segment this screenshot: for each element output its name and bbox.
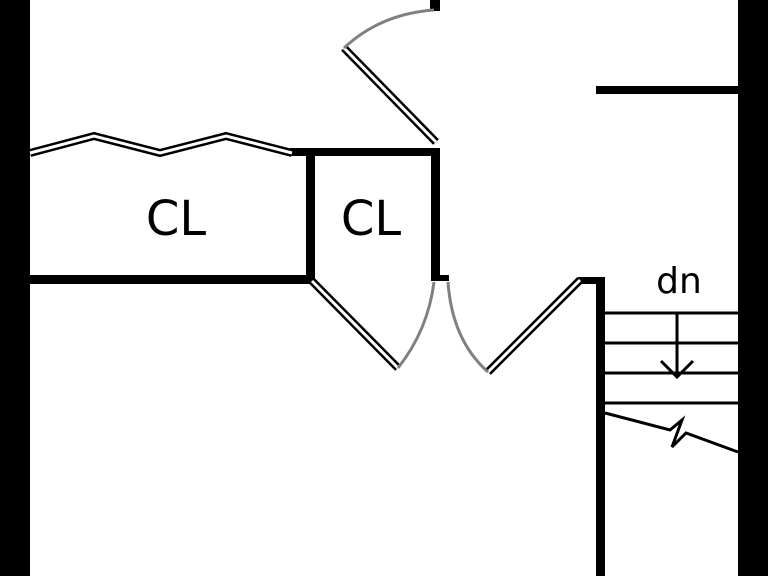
double-door-right-swing-arc bbox=[446, 281, 489, 374]
closet-door-jamb bbox=[431, 275, 449, 281]
entry-door-swing-arc bbox=[342, 8, 435, 50]
stair-break-line bbox=[604, 411, 739, 454]
staircase bbox=[604, 311, 739, 454]
left-exterior-wall bbox=[0, 0, 30, 576]
double-door-right bbox=[446, 277, 583, 375]
double-door-left-swing-arc bbox=[396, 281, 436, 369]
double-door-left bbox=[309, 278, 436, 371]
down-arrow-icon bbox=[659, 313, 695, 380]
right-exterior-wall bbox=[738, 0, 768, 576]
stair-left-wall bbox=[596, 277, 605, 576]
bifold-closet-door bbox=[28, 131, 293, 158]
upper-right-partition-wall bbox=[596, 86, 738, 94]
closet-bottom-wall bbox=[30, 275, 315, 284]
closet-divider-wall bbox=[306, 148, 315, 284]
stair-direction-label: dn bbox=[656, 261, 702, 302]
top-wall-stub bbox=[430, 0, 440, 11]
closet-left-label: CL bbox=[146, 191, 207, 247]
closet-top-wall bbox=[290, 148, 440, 156]
entry-swing-door bbox=[341, 8, 439, 145]
stair-wall-cap bbox=[578, 277, 605, 284]
closet-right-wall bbox=[431, 148, 440, 280]
closet-right-label: CL bbox=[341, 191, 402, 247]
